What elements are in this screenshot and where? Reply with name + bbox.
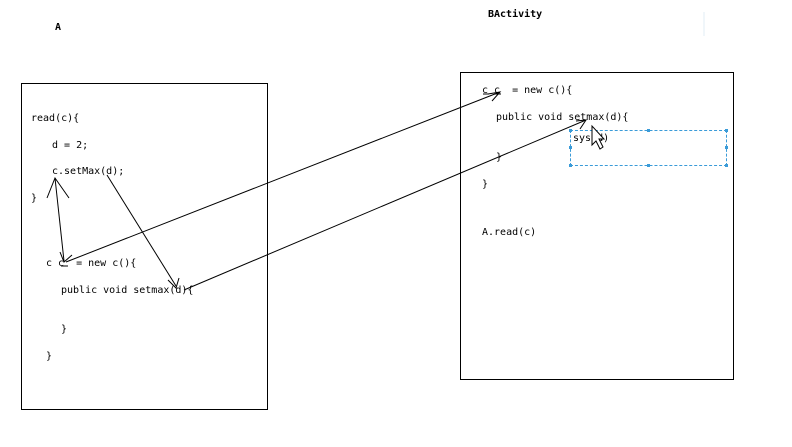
connector-b-new-to-a-new	[65, 91, 501, 263]
panel-bactivity	[460, 72, 734, 380]
arrowhead-decl	[167, 277, 180, 289]
arrowhead-setmax	[46, 176, 70, 199]
panel-b-line-close-method: }	[496, 152, 503, 163]
selection-handle-bm[interactable]	[647, 164, 650, 167]
panel-a-line-new-c: c c = new c(){	[46, 258, 137, 269]
mouse-cursor-icon	[591, 124, 606, 150]
panel-b-line-new-c: c c = new c(){	[482, 85, 573, 96]
panel-a-line-close-class: }	[46, 351, 53, 362]
panel-b-line-close-class: }	[482, 179, 489, 190]
arrowhead-c-a	[59, 251, 73, 263]
connector-a-setmax-to-b-setmax	[183, 119, 587, 291]
selection-handle-bl[interactable]	[569, 164, 572, 167]
selection-handle-br[interactable]	[725, 164, 728, 167]
selection-handle-ml[interactable]	[569, 146, 572, 149]
panel-b-line-a-read: A.read(c)	[482, 227, 537, 238]
panel-a-line-assign: d = 2;	[52, 140, 89, 151]
selection-handle-tr[interactable]	[725, 129, 728, 132]
selection-handle-tm[interactable]	[647, 129, 650, 132]
label-a: A	[55, 22, 62, 33]
panel-a-line-read: read(c){	[31, 113, 80, 124]
arrow-line-c-to-setmax	[54, 177, 65, 262]
arrowhead-b-setmax	[575, 119, 588, 130]
panel-a	[21, 83, 268, 410]
panel-a-line-close-read: }	[31, 193, 38, 204]
panel-a-line-setmax-decl: public void setmax(d){	[61, 285, 194, 296]
selection-handle-tl[interactable]	[569, 129, 572, 132]
panel-a-line-close-method: }	[61, 324, 68, 335]
selection-handle-mr[interactable]	[725, 146, 728, 149]
label-bactivity: BActivity	[488, 9, 543, 20]
connector-call-to-decl	[106, 174, 177, 287]
panel-a-line-setmax-call: c.setMax(d);	[52, 166, 125, 177]
arrowhead-b-new	[487, 91, 502, 102]
panel-b-line-setmax-decl: public void setmax(d){	[496, 112, 629, 123]
